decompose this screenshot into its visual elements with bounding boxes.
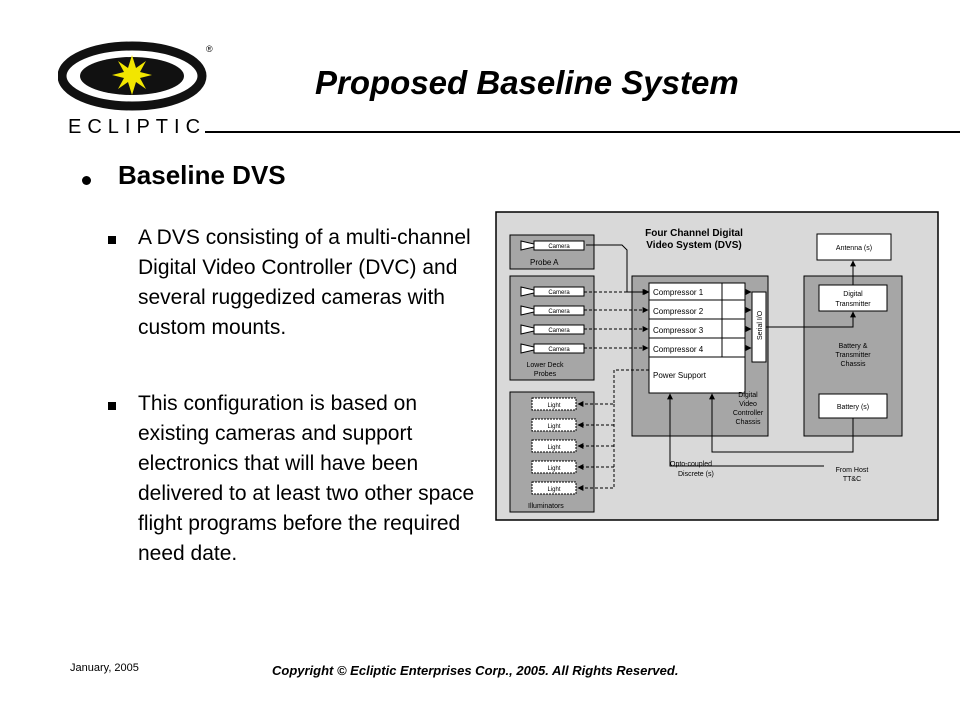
digital-transmitter-box <box>818 284 888 312</box>
compressor-2: Compressor 2 <box>653 307 704 316</box>
svg-text:Antenna (s): Antenna (s) <box>836 245 872 252</box>
svg-text:Light: Light <box>547 466 560 472</box>
opto-label-1: Opto-coupled <box>670 461 712 468</box>
svg-text:Digital: Digital <box>843 291 863 298</box>
svg-text:Light: Light <box>547 487 560 493</box>
compressor-3: Compressor 3 <box>653 326 704 335</box>
battery-box <box>818 393 888 419</box>
svg-text:Controller: Controller <box>733 410 764 417</box>
svg-text:Transmitter: Transmitter <box>835 352 871 359</box>
footer-copyright: Copyright © Ecliptic Enterprises Corp., … <box>272 663 679 678</box>
svg-text:Camera: Camera <box>548 290 570 296</box>
bullet-dot <box>82 176 91 185</box>
footer-date: January, 2005 <box>70 662 139 674</box>
svg-text:Battery (s): Battery (s) <box>837 404 869 411</box>
illuminators-label: Illuminators <box>528 503 564 510</box>
probe-a-label: Probe A <box>530 258 559 267</box>
compressor-4: Compressor 4 <box>653 345 704 354</box>
serial-io-label: Serial I/O <box>757 310 764 340</box>
antenna-box <box>816 233 892 261</box>
logo-wordmark: ECLIPTIC <box>68 116 206 138</box>
bullet-square <box>108 236 116 244</box>
slide-title: Proposed Baseline System <box>315 64 739 101</box>
svg-text:Light: Light <box>547 403 560 409</box>
svg-text:Chassis: Chassis <box>736 419 761 426</box>
svg-text:Camera: Camera <box>548 328 570 334</box>
svg-text:Camera: Camera <box>548 244 570 250</box>
svg-text:Video: Video <box>739 401 757 408</box>
dvs-title-2: Video System (DVS) <box>646 240 741 251</box>
camera-icon <box>520 240 535 251</box>
bullet-square <box>108 402 116 410</box>
svg-text:Battery &: Battery & <box>839 343 868 350</box>
sun-burst-icon <box>112 55 152 95</box>
lower-deck-label-1: Lower Deck <box>527 362 564 369</box>
title-rule <box>205 131 960 133</box>
svg-text:Camera: Camera <box>548 309 570 315</box>
registered-mark: ® <box>206 44 213 54</box>
svg-text:Light: Light <box>547 424 560 430</box>
svg-text:Camera: Camera <box>548 347 570 353</box>
power-support: Power Support <box>653 371 707 380</box>
svg-text:Light: Light <box>547 445 560 451</box>
ecliptic-logo: ® ECLIPTIC <box>58 41 213 138</box>
svg-text:Chassis: Chassis <box>841 361 866 368</box>
dvs-block-diagram: Four Channel Digital Video System (DVS) … <box>495 211 939 521</box>
compressor-1: Compressor 1 <box>653 288 704 297</box>
opto-label-2: Discrete (s) <box>678 471 714 478</box>
lights: Light Light Light Light Light <box>531 397 577 495</box>
host-label-1: From Host <box>836 467 869 474</box>
compressors: Compressor 1 Compressor 2 Compressor 3 C… <box>649 283 745 358</box>
svg-text:Transmitter: Transmitter <box>835 301 871 308</box>
svg-text:Digital: Digital <box>738 392 758 399</box>
host-label-2: TT&C <box>843 476 861 483</box>
lower-deck-label-2: Probes <box>534 371 557 378</box>
section-heading: Baseline DVS <box>118 160 286 190</box>
camera-1: Camera <box>520 286 585 297</box>
bullet-text-1: A DVS consisting of a multi-channel Digi… <box>138 226 471 339</box>
bullet-text-2: This configuration is based on existing … <box>138 392 475 565</box>
dvs-title-1: Four Channel Digital <box>645 228 743 239</box>
